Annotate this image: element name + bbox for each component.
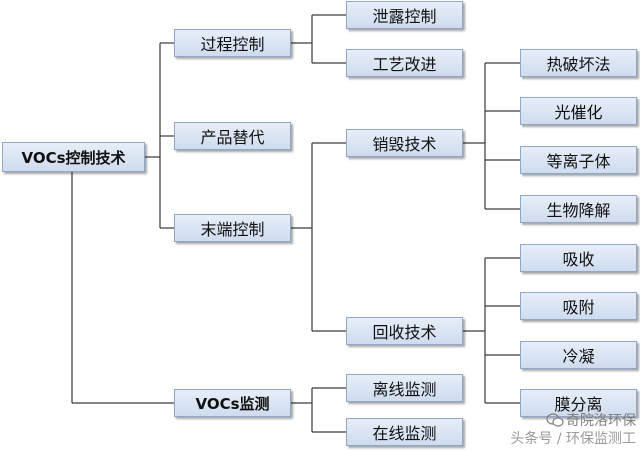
node-thermal-destruction: 热破坏法: [520, 49, 637, 77]
watermark: 奇院洛环保 头条号 / 环保监测工: [510, 412, 636, 448]
node-leak-control: 泄露控制: [346, 1, 463, 29]
watermark-line2: 头条号 / 环保监测工: [510, 431, 636, 447]
node-destruction-tech: 销毁技术: [346, 129, 463, 157]
node-adsorption: 吸附: [520, 292, 637, 320]
node-end-control: 末端控制: [174, 214, 291, 242]
wechat-icon: [546, 413, 564, 427]
node-vocs-monitoring: VOCs监测: [174, 389, 291, 417]
node-absorption: 吸收: [520, 244, 637, 272]
node-membrane-separation: 膜分离: [520, 389, 637, 417]
node-offline-monitoring: 离线监测: [346, 374, 463, 402]
watermark-line1: 奇院洛环保: [566, 413, 636, 429]
node-product-substitution: 产品替代: [174, 122, 291, 150]
node-process-control: 过程控制: [174, 29, 291, 57]
node-plasma: 等离子体: [520, 146, 637, 174]
node-process-improvement: 工艺改进: [346, 49, 463, 77]
node-condensation: 冷凝: [520, 341, 637, 369]
node-photocatalysis: 光催化: [520, 97, 637, 125]
node-root: VOCs控制技术: [2, 142, 145, 172]
node-online-monitoring: 在线监测: [346, 418, 463, 446]
node-recovery-tech: 回收技术: [346, 317, 463, 345]
node-biodegradation: 生物降解: [520, 195, 637, 223]
